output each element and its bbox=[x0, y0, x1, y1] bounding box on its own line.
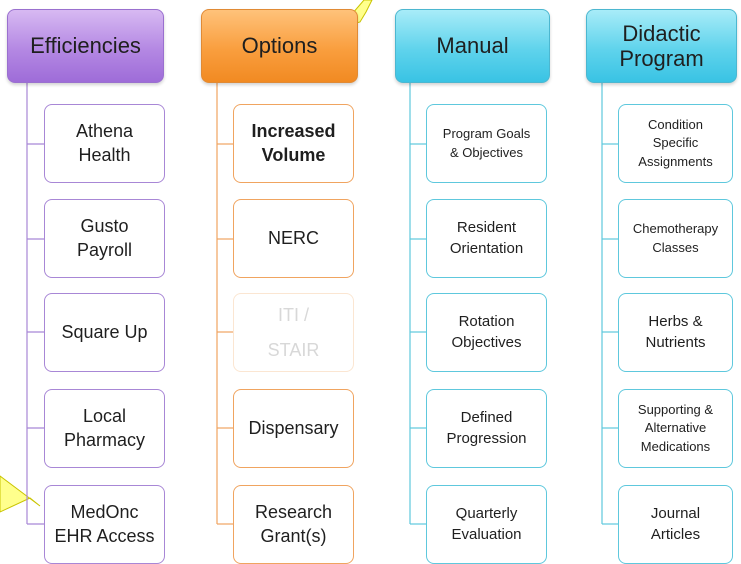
item-gusto-payroll: Gusto Payroll bbox=[44, 199, 165, 278]
item-supporting-alternative-medications: Supporting & Alternative Medications bbox=[618, 389, 733, 468]
callout-left-shape bbox=[0, 475, 41, 513]
item-defined-progression: Defined Progression bbox=[426, 389, 547, 468]
item-herbs-nutrients: Herbs & Nutrients bbox=[618, 293, 733, 372]
item-condition-specific-assignments: Condition Specific Assignments bbox=[618, 104, 733, 183]
item-journal-articles: Journal Articles bbox=[618, 485, 733, 564]
header-manual: Manual bbox=[395, 9, 550, 83]
item-medonc-ehr-access: MedOnc EHR Access bbox=[44, 485, 165, 564]
item-iti-stair: ITI / STAIR bbox=[233, 293, 354, 372]
item-quarterly-evaluation: Quarterly Evaluation bbox=[426, 485, 547, 564]
header-options: Options bbox=[201, 9, 358, 83]
efficiencies-connectors bbox=[26, 83, 44, 525]
item-dispensary: Dispensary bbox=[233, 389, 354, 468]
item-square-up: Square Up bbox=[44, 293, 165, 372]
item-increased-volume: Increased Volume bbox=[233, 104, 354, 183]
item-nerc: NERC bbox=[233, 199, 354, 278]
item-local-pharmacy: Local Pharmacy bbox=[44, 389, 165, 468]
options-connectors bbox=[216, 83, 233, 525]
manual-connectors bbox=[409, 83, 426, 525]
item-research-grants: Research Grant(s) bbox=[233, 485, 354, 564]
header-efficiencies: Efficiencies bbox=[7, 9, 164, 83]
item-chemotherapy-classes: Chemotherapy Classes bbox=[618, 199, 733, 278]
item-athena-health: Athena Health bbox=[44, 104, 165, 183]
header-didactic-program: Didactic Program bbox=[586, 9, 737, 83]
item-resident-orientation: Resident Orientation bbox=[426, 199, 547, 278]
didactic-connectors bbox=[601, 83, 618, 525]
item-program-goals: Program Goals & Objectives bbox=[426, 104, 547, 183]
item-rotation-objectives: Rotation Objectives bbox=[426, 293, 547, 372]
